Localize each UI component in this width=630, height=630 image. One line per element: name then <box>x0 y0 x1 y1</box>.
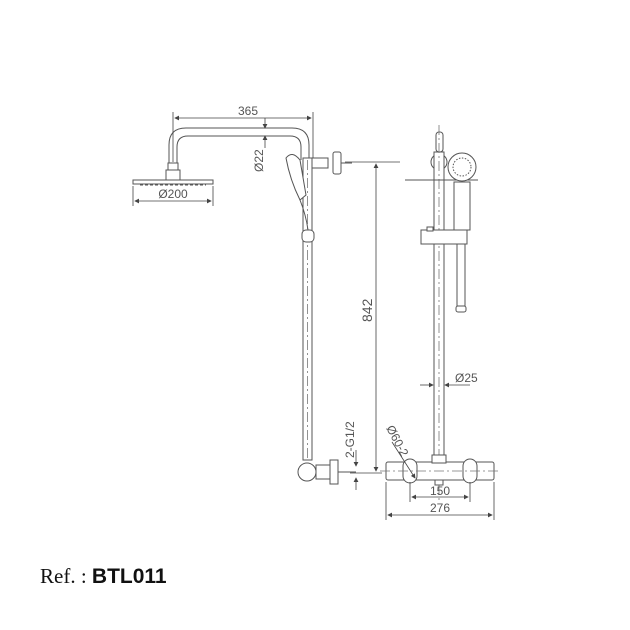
dim-d200-label: Ø200 <box>158 187 188 201</box>
dimension-height: 842 <box>345 161 400 474</box>
dimension-arm-length: 365 <box>172 104 314 162</box>
slider-bracket <box>420 229 468 245</box>
shower-arm <box>168 127 310 163</box>
dim-g12-label: 2-G1/2 <box>343 421 357 458</box>
dim-842-label: 842 <box>359 298 375 322</box>
mixer-side <box>297 459 356 485</box>
reference-code: BTL011 <box>91 565 167 588</box>
dim-d25-label: Ø25 <box>455 371 478 385</box>
reference-prefix: Ref. : <box>40 564 92 588</box>
wall-bracket <box>311 151 352 175</box>
hand-shower-face <box>447 152 477 182</box>
front-view: Ø25 Ø60-2 150 276 <box>380 125 500 520</box>
rain-shower-head <box>132 162 214 186</box>
dim-d22-label: Ø22 <box>252 149 266 172</box>
dimension-pipe-diameter: Ø25 <box>420 371 478 388</box>
hand-shower <box>285 154 315 243</box>
dimension-head-diameter: Ø200 <box>132 186 214 206</box>
dim-276-label: 276 <box>430 501 450 515</box>
reference-label: Ref. : BTL011 <box>40 564 167 589</box>
dimension-inlet-spacing: 150 <box>409 482 471 502</box>
side-view: 365 Ø22 Ø200 842 2-G1/2 <box>132 104 400 490</box>
thermostatic-mixer <box>380 454 500 486</box>
dim-365-label: 365 <box>238 104 258 118</box>
dim-150-label: 150 <box>430 484 450 498</box>
dimension-mixer-width: 276 <box>385 482 495 520</box>
dimension-inlet-thread: 2-G1/2 <box>343 421 359 490</box>
dimension-arm-diameter: Ø22 <box>252 118 268 172</box>
dim-d60-label: Ø60-2 <box>383 423 411 459</box>
